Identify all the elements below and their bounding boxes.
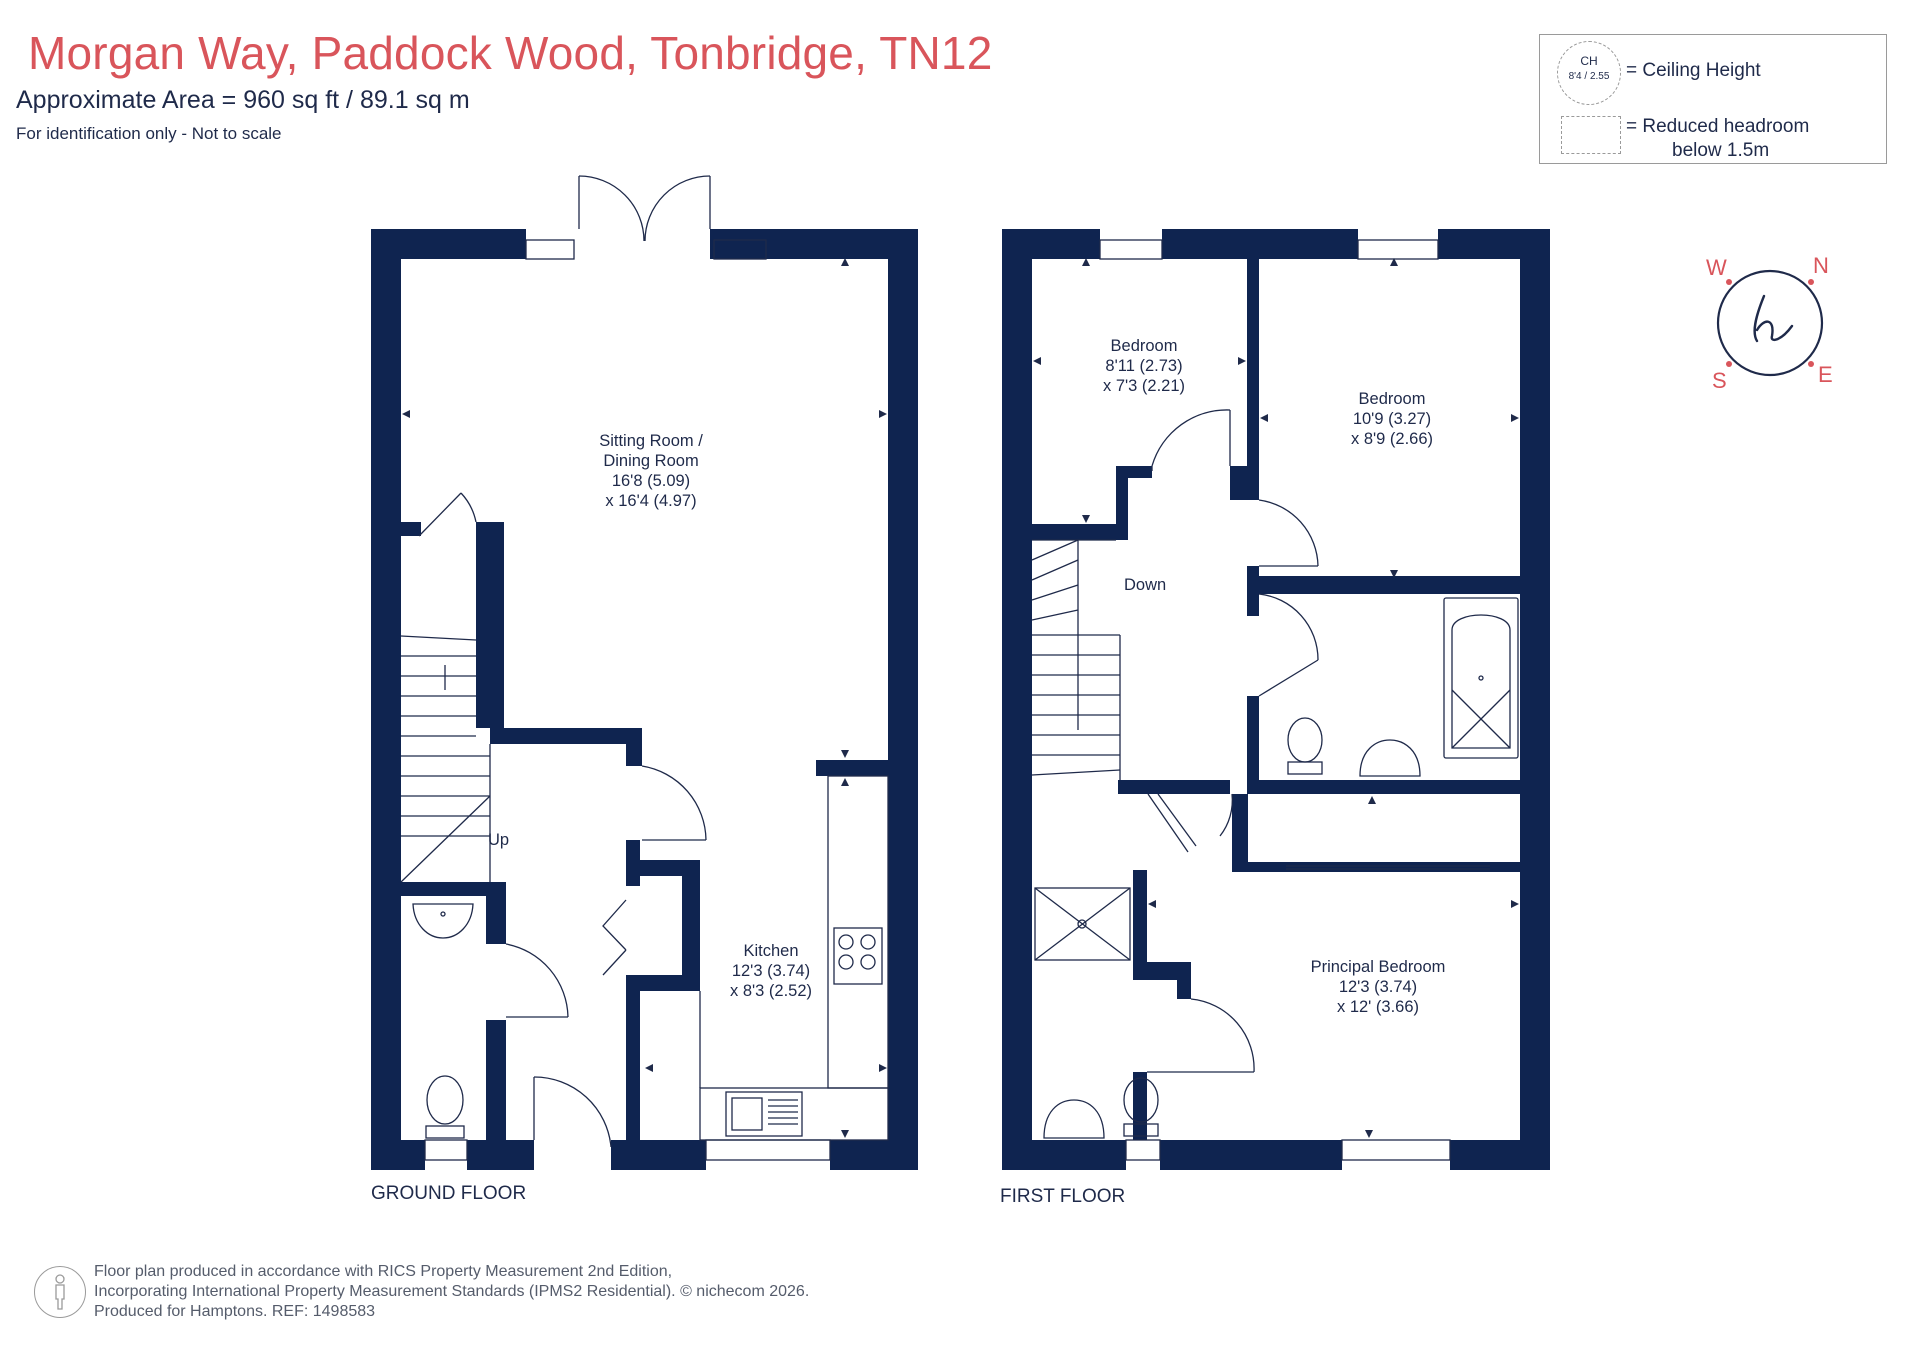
kitchen-dim-1: 12'3 (3.74): [731, 962, 811, 980]
ceiling-height-symbol: CH 8'4 / 2.55: [1557, 41, 1621, 105]
sitting-room-dim-1: 16'8 (5.09): [611, 472, 691, 490]
person-glyph: [55, 1274, 65, 1310]
bedroom-mid-dim-2: x 8'9 (2.66): [1350, 430, 1434, 448]
principal-bedroom-name: Principal Bedroom: [1310, 958, 1446, 976]
bedroom-small-dim-2: x 7'3 (2.21): [1102, 377, 1186, 395]
first-floor-walls: [1002, 229, 1550, 1170]
reduced-headroom-symbol: [1561, 116, 1621, 154]
principal-bedroom-dim-2: x 12' (3.66): [1336, 998, 1420, 1016]
sitting-room-dim-2: x 16'4 (4.97): [605, 492, 697, 510]
reduced-headroom-text: = Reduced headroom: [1626, 116, 1810, 137]
footer-line-1: Floor plan produced in accordance with R…: [94, 1263, 673, 1280]
ground-floor-arrows: [402, 258, 887, 1138]
compass-s: S: [1712, 368, 1727, 393]
ch-value: 8'4 / 2.55: [1568, 71, 1610, 82]
reduced-headroom-text-2: below 1.5m: [1672, 140, 1770, 161]
principal-bedroom-dim-1: 12'3 (3.74): [1338, 978, 1418, 996]
sitting-room-label: Sitting Room / Dining Room 16'8 (5.09) x…: [574, 431, 728, 511]
first-floor-label: FIRST FLOOR: [1000, 1186, 1126, 1207]
bedroom-mid-label: Bedroom 10'9 (3.27) x 8'9 (2.66): [1322, 389, 1462, 449]
compass-w: W: [1706, 255, 1727, 280]
identification-note: For identification only - Not to scale: [16, 124, 282, 143]
ground-floor-label: GROUND FLOOR: [371, 1183, 527, 1204]
compass-n: N: [1813, 253, 1829, 278]
ch-label: CH: [1580, 54, 1598, 68]
footer-line-3: Produced for Hamptons. REF: 1498583: [94, 1303, 376, 1320]
bedroom-mid-name: Bedroom: [1358, 390, 1426, 408]
approximate-area: Approximate Area = 960 sq ft / 89.1 sq m: [16, 86, 470, 114]
stairs-down-label: Down: [1124, 576, 1167, 594]
first-floor-arrows: [1033, 258, 1519, 1138]
kitchen-name: Kitchen: [743, 942, 799, 960]
first-floor-details: [1031, 239, 1519, 1161]
bedroom-small-label: Bedroom 8'11 (2.73) x 7'3 (2.21): [1074, 336, 1214, 396]
ground-floor-details: [400, 175, 889, 1161]
legend-box: [1539, 34, 1887, 164]
ground-floor-walls: [371, 229, 918, 1170]
kitchen-label: Kitchen 12'3 (3.74) x 8'3 (2.52): [694, 941, 848, 1001]
stairs-up-label: Up: [488, 831, 510, 849]
ceiling-height-text: = Ceiling Height: [1626, 60, 1761, 81]
footer-line-2: Incorporating International Property Mea…: [94, 1283, 810, 1300]
sitting-room-name-2: Dining Room: [603, 452, 699, 470]
person-icon: [34, 1266, 86, 1318]
sitting-room-name-1: Sitting Room /: [599, 432, 703, 450]
footer-text: Floor plan produced in accordance with R…: [94, 1262, 809, 1322]
kitchen-dim-2: x 8'3 (2.52): [729, 982, 813, 1000]
property-title: Morgan Way, Paddock Wood, Tonbridge, TN1…: [28, 27, 993, 79]
principal-bedroom-label: Principal Bedroom 12'3 (3.74) x 12' (3.6…: [1298, 957, 1458, 1017]
compass-e: E: [1818, 362, 1833, 387]
bedroom-small-dim-1: 8'11 (2.73): [1105, 357, 1183, 375]
bedroom-mid-dim-1: 10'9 (3.27): [1352, 410, 1432, 428]
bedroom-small-name: Bedroom: [1110, 337, 1178, 355]
